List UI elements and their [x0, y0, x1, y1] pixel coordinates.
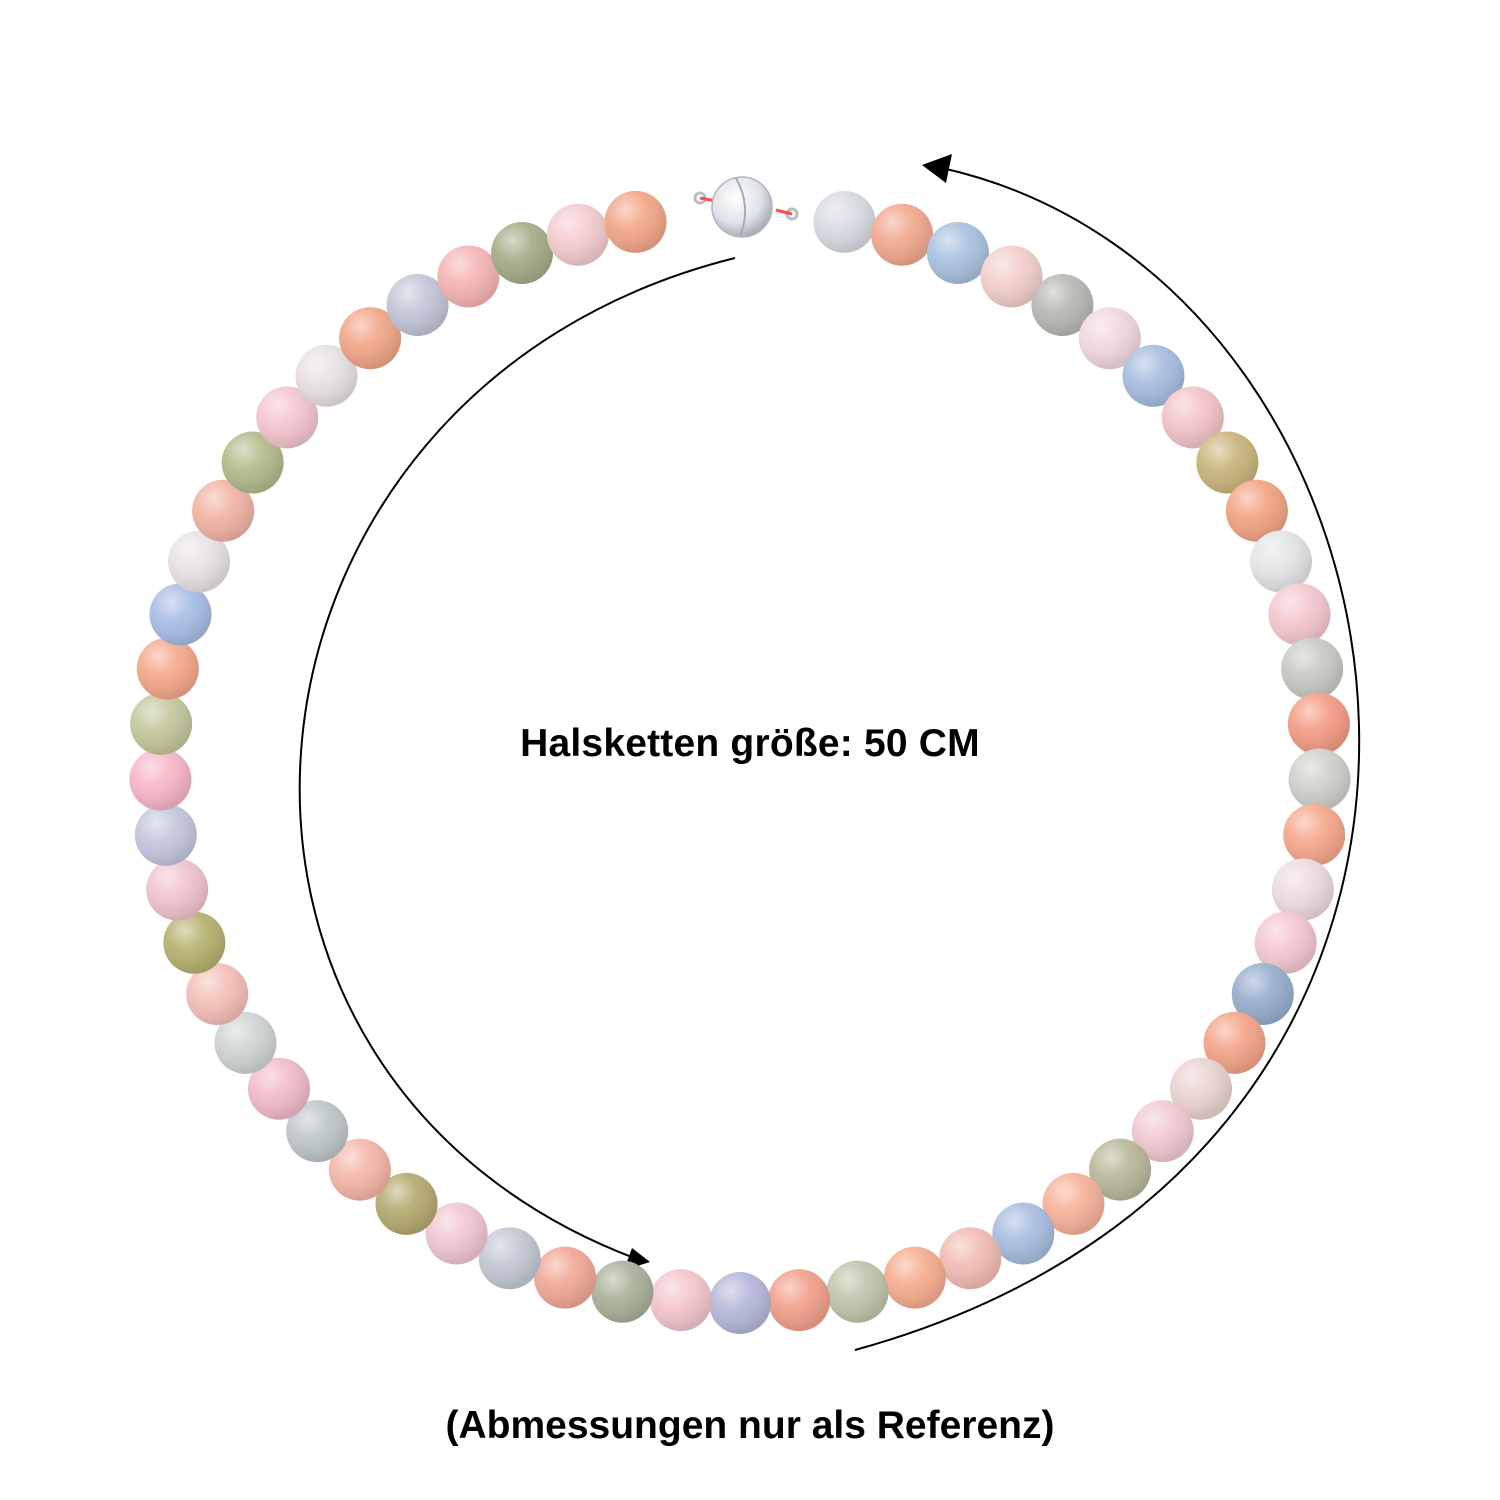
gemstone-bead: [286, 1100, 349, 1163]
bead-strand: [129, 190, 1351, 1334]
magnetic-clasp-icon: [693, 176, 799, 238]
gemstone-bead: [1271, 858, 1334, 921]
gemstone-bead: [375, 1172, 438, 1235]
gemstone-bead: [328, 1138, 391, 1201]
gemstone-bead: [1268, 583, 1331, 646]
gemstone-bead: [883, 1246, 946, 1309]
gemstone-bead: [186, 962, 249, 1025]
gemstone-bead: [926, 221, 989, 284]
gemstone-bead: [149, 583, 212, 646]
gemstone-bead: [709, 1272, 771, 1334]
gemstone-bead: [247, 1057, 310, 1120]
dimensions-reference-note: (Abmessungen nur als Referenz): [445, 1404, 1055, 1447]
gemstone-bead: [1231, 962, 1294, 1025]
gemstone-bead: [386, 273, 449, 336]
gemstone-bead: [221, 431, 284, 494]
gemstone-bead: [163, 911, 226, 974]
gemstone-bead: [534, 1246, 597, 1309]
gemstone-bead: [1131, 1100, 1194, 1163]
gemstone-bead: [992, 1202, 1055, 1265]
gemstone-bead: [437, 245, 500, 308]
gemstone-bead: [129, 748, 192, 811]
gemstone-bead: [168, 530, 231, 593]
gemstone-bead: [1225, 479, 1288, 542]
gemstone-bead: [826, 1260, 889, 1323]
gemstone-bead: [1042, 1172, 1105, 1235]
gemstone-bead: [591, 1260, 654, 1323]
gemstone-bead: [339, 307, 402, 370]
gemstone-bead: [214, 1011, 277, 1074]
gemstone-bead: [1249, 530, 1312, 593]
gemstone-bead: [604, 190, 667, 253]
gemstone-bead: [295, 344, 358, 407]
gemstone-bead: [1170, 1057, 1233, 1120]
gemstone-bead: [136, 637, 199, 700]
gemstone-bead: [146, 858, 209, 921]
gemstone-bead: [256, 386, 319, 449]
gemstone-bead: [134, 803, 197, 866]
gemstone-bead: [871, 203, 934, 266]
gemstone-bead: [1287, 692, 1350, 755]
gemstone-bead: [546, 203, 609, 266]
gemstone-bead: [768, 1269, 831, 1332]
left-measurement-arrow: [298, 257, 736, 1263]
gemstone-bead: [478, 1227, 541, 1290]
necklace-size-label: Halsketten größe: 50 CM: [520, 722, 980, 765]
gemstone-bead: [1161, 386, 1224, 449]
gemstone-bead: [192, 479, 255, 542]
gemstone-bead: [1254, 911, 1317, 974]
gemstone-bead: [1203, 1011, 1266, 1074]
gemstone-bead: [649, 1269, 712, 1332]
gemstone-bead: [130, 692, 193, 755]
gemstone-bead: [813, 190, 876, 253]
right-measurement-arrow: [854, 167, 1361, 1351]
gemstone-bead: [1281, 637, 1344, 700]
gemstone-bead: [491, 221, 554, 284]
gemstone-bead: [1031, 273, 1094, 336]
gemstone-bead: [1196, 431, 1259, 494]
gemstone-bead: [425, 1202, 488, 1265]
gemstone-bead: [1078, 307, 1141, 370]
right-arrow-head: [922, 154, 952, 183]
gemstone-bead: [1122, 344, 1185, 407]
gemstone-bead: [1283, 803, 1346, 866]
gemstone-bead: [980, 245, 1043, 308]
gemstone-bead: [1288, 748, 1351, 811]
gemstone-bead: [1089, 1138, 1152, 1201]
gemstone-bead: [939, 1227, 1002, 1290]
